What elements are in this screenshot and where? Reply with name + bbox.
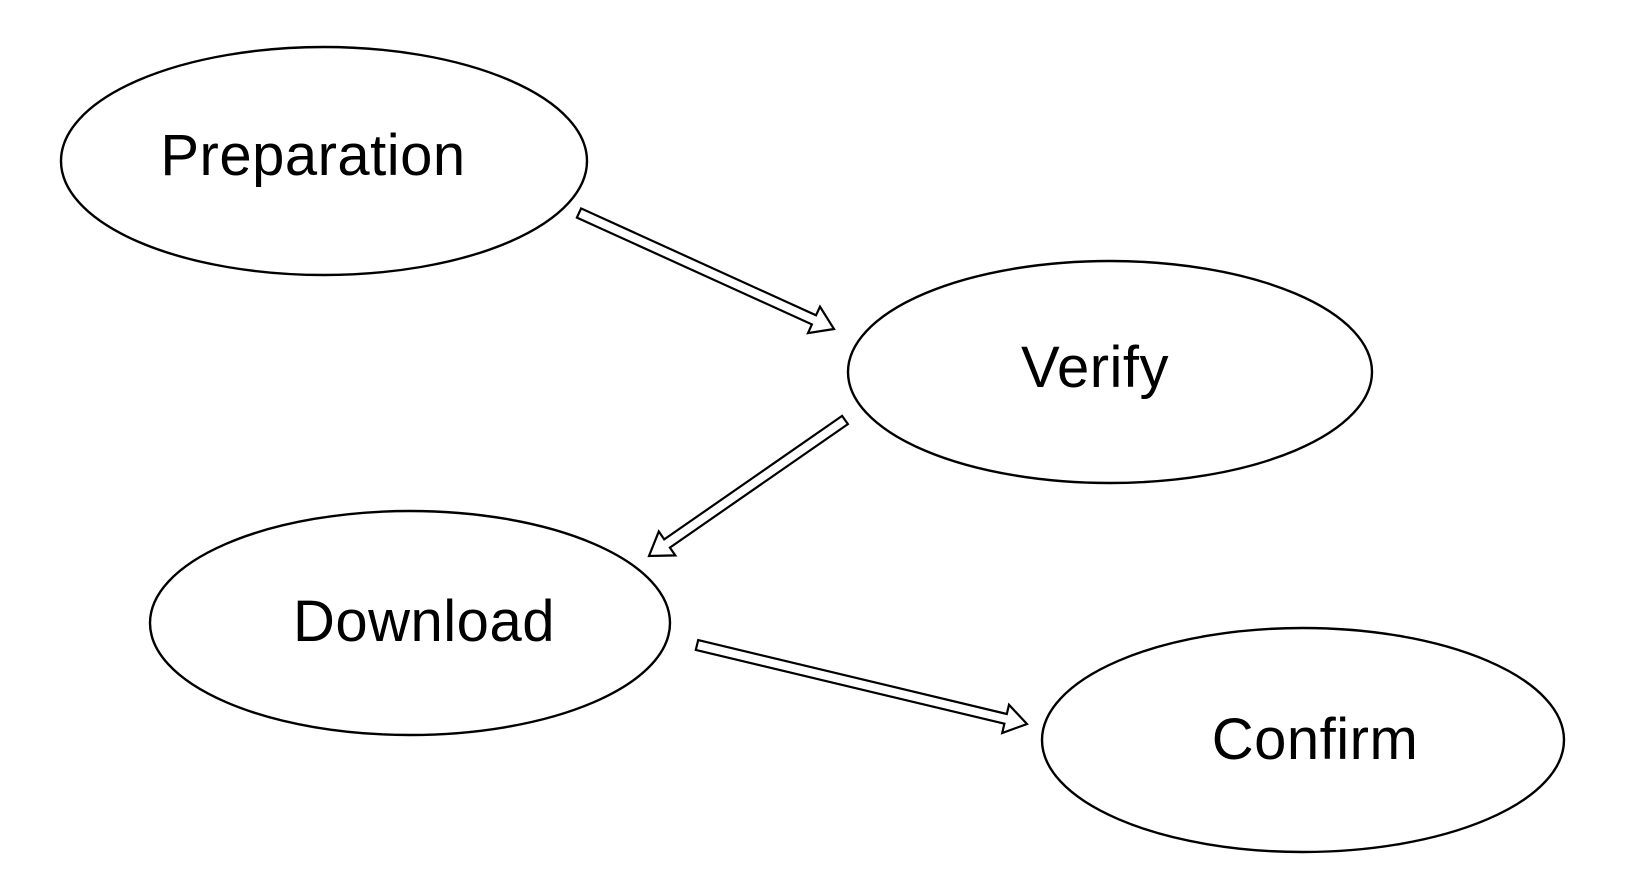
node-label-verify: Verify (1021, 335, 1169, 400)
node-label-download: Download (293, 589, 555, 654)
node-ellipse-verify (846, 259, 1374, 485)
arrow-download-to-confirm (694, 638, 1029, 735)
arrow-preparation-to-verify (575, 206, 836, 335)
node-ellipse-preparation (59, 45, 589, 277)
node-verify: Verify (846, 259, 1374, 485)
arrow-verify-to-download (647, 414, 850, 558)
node-confirm: Confirm (1040, 626, 1566, 854)
node-ellipse-confirm (1040, 626, 1566, 854)
node-label-preparation: Preparation (160, 123, 465, 188)
node-preparation: Preparation (59, 45, 589, 277)
node-label-confirm: Confirm (1212, 707, 1419, 772)
node-ellipse-download (148, 509, 672, 737)
node-download: Download (148, 509, 672, 737)
